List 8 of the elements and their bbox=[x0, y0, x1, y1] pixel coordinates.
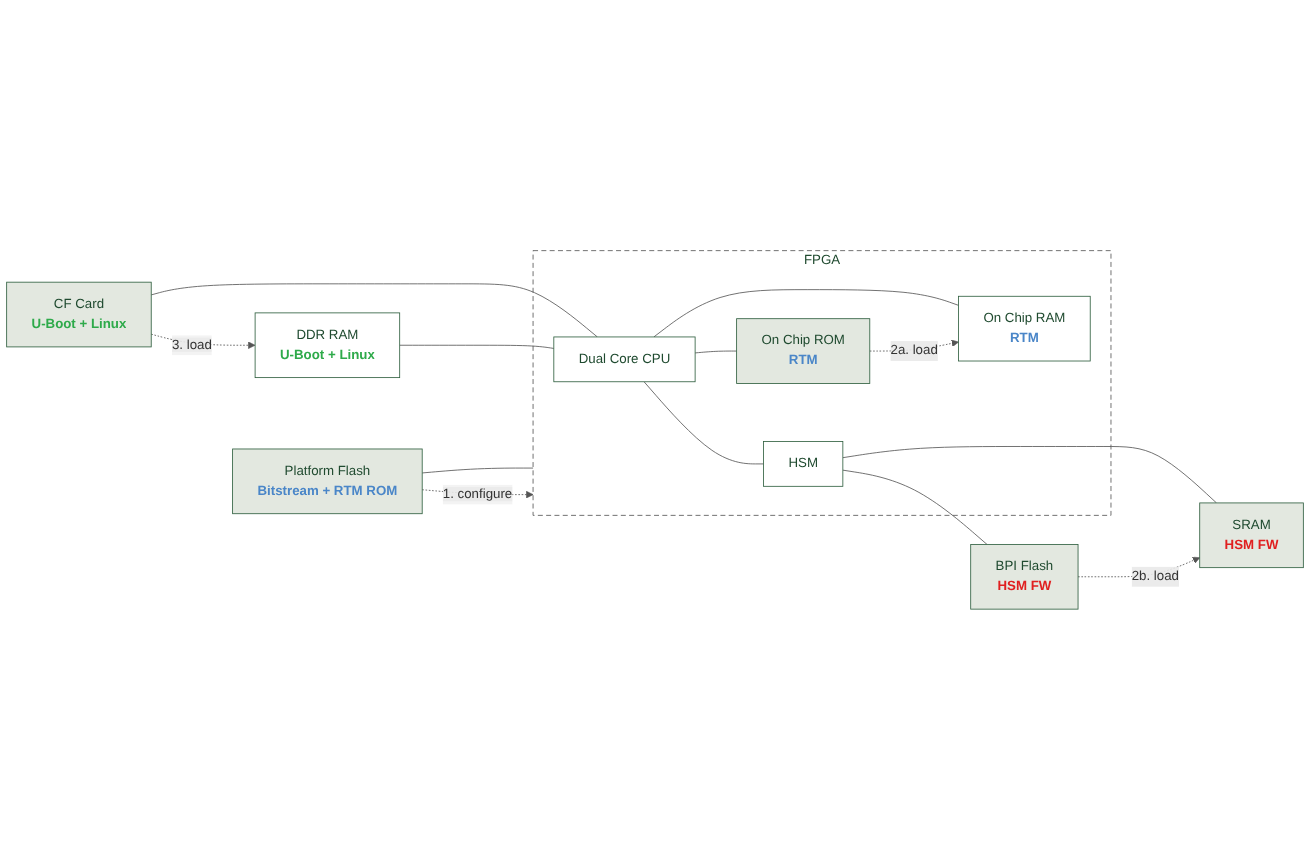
connector bbox=[643, 381, 764, 465]
connector bbox=[421, 467, 534, 474]
connector bbox=[150, 283, 598, 338]
connector bbox=[842, 446, 1217, 504]
connector bbox=[842, 469, 988, 545]
connector bbox=[694, 350, 738, 354]
connector bbox=[653, 289, 959, 338]
connector bbox=[399, 344, 555, 349]
